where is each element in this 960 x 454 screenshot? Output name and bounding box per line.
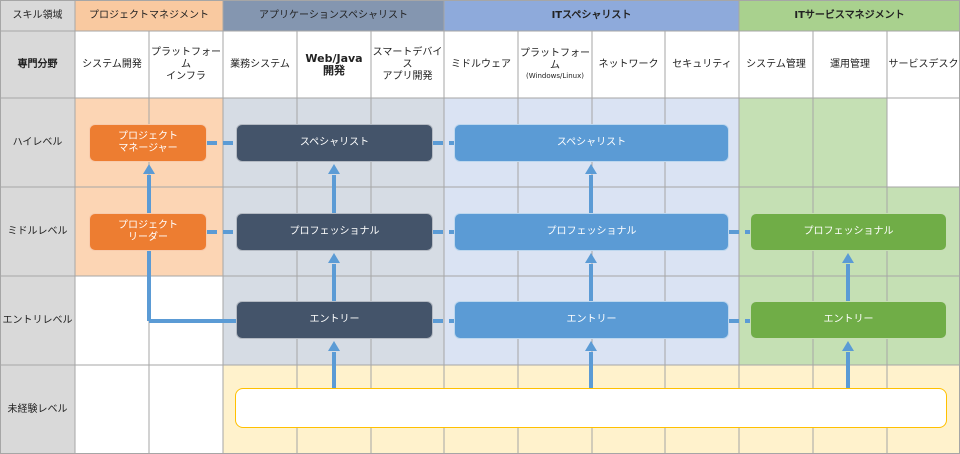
field-platform-os-sub: (Windows/Linux) bbox=[526, 72, 584, 80]
arrow-itsm-entry-mid-head bbox=[842, 253, 854, 263]
node-app-entry: エントリー bbox=[236, 301, 433, 339]
field-security: セキュリティ bbox=[672, 58, 732, 70]
level-middle: ミドルレベル bbox=[7, 225, 68, 237]
area-it-specialist: ITスペシャリスト bbox=[551, 9, 632, 21]
field-business-system: 業務システム bbox=[230, 58, 290, 70]
field-network: ネットワーク bbox=[598, 58, 659, 70]
node-beginner bbox=[235, 388, 947, 428]
area-header-bg bbox=[75, 0, 223, 31]
node-app-professional: プロフェッショナル bbox=[236, 213, 433, 251]
field-system-admin: システム管理 bbox=[746, 58, 806, 70]
level-beginner: 未経験レベル bbox=[7, 403, 68, 415]
field-smart-device: スマートデバイス アプリ開発 bbox=[372, 46, 443, 82]
field-service-desk: サービスデスク bbox=[888, 58, 959, 70]
label-column-bg bbox=[0, 0, 75, 454]
node-it-entry: エントリー bbox=[454, 301, 729, 339]
node-project-manager: プロジェクト マネージャー bbox=[89, 124, 207, 162]
node-itsm-professional: プロフェッショナル bbox=[750, 213, 947, 251]
area-it-service-management: ITサービスマネジメント bbox=[794, 9, 905, 21]
node-project-leader: プロジェクト リーダー bbox=[89, 213, 207, 251]
area-header-bg bbox=[223, 0, 444, 31]
arrow-it-mid-high-head bbox=[585, 164, 597, 174]
node-it-specialist: スペシャリスト bbox=[454, 124, 729, 162]
field-platform-os-label: プラットフォーム bbox=[520, 48, 590, 71]
skill-area-label: スキル領域 bbox=[12, 9, 63, 21]
arrow-itsm-beginner-head bbox=[842, 341, 854, 351]
level-entry: エントリレベル bbox=[2, 314, 73, 326]
area-project-management: プロジェクトマネジメント bbox=[89, 9, 209, 21]
field-operations: 運用管理 bbox=[830, 58, 870, 70]
field-system-development: システム開発 bbox=[82, 58, 142, 70]
arrow-leader-to-pm-head bbox=[143, 164, 155, 174]
node-app-specialist: スペシャリスト bbox=[236, 124, 433, 162]
specialty-label: 専門分野 bbox=[17, 58, 58, 70]
arrow-it-entry-mid-head bbox=[585, 253, 597, 263]
arrow-app-mid-high-head bbox=[328, 164, 340, 174]
field-platform-os: プラットフォーム (Windows/Linux) bbox=[518, 31, 592, 98]
arrow-app-beginner-head bbox=[328, 341, 340, 351]
field-web-java: Web/Java 開発 bbox=[305, 51, 363, 77]
field-middleware: ミドルウェア bbox=[451, 58, 511, 70]
arrow-app-entry-mid-head bbox=[328, 253, 340, 263]
area-header-bg bbox=[444, 0, 739, 31]
node-itsm-entry: エントリー bbox=[750, 301, 947, 339]
level-high: ハイレベル bbox=[12, 136, 63, 148]
node-it-professional: プロフェッショナル bbox=[454, 213, 729, 251]
arrow-it-beginner-head bbox=[585, 341, 597, 351]
area-header-bg bbox=[739, 0, 960, 31]
field-platform-infra: プラットフォーム インフラ bbox=[151, 46, 221, 82]
area-application-specialist: アプリケーションスペシャリスト bbox=[259, 9, 408, 21]
